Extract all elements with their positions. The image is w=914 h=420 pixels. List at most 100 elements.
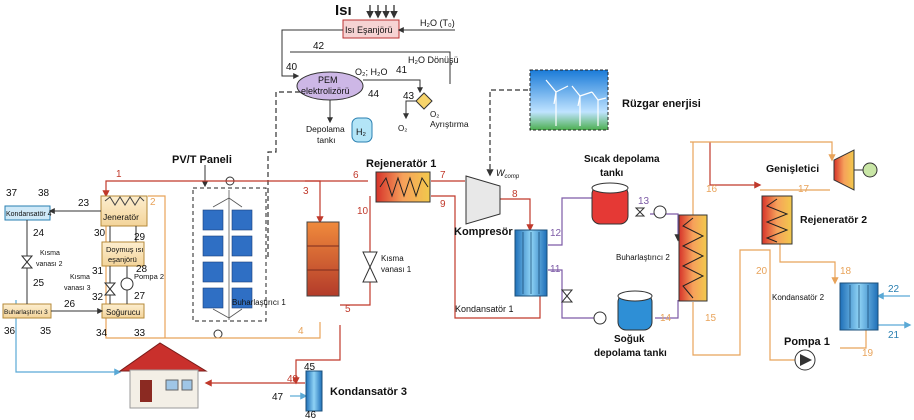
regenerator-2-label: Rejeneratör 2 [800,214,867,226]
state-45: 45 [304,362,316,373]
state-25: 25 [33,278,45,289]
state-36: 36 [4,326,16,337]
h2-storage-tank [351,117,373,143]
state-13: 13 [638,196,650,207]
state-7: 7 [440,170,446,181]
state-24: 24 [33,228,45,239]
state-20: 20 [756,266,768,277]
evaporator-2-label: Buharlaştırıcı 2 [616,253,670,262]
state-19: 19 [862,348,874,359]
cold-tank-label-1: Soğuk [614,334,645,345]
absorber-label: Soğurucu [106,308,140,317]
valve-3-label-2: vanası 3 [64,285,91,292]
evaporator-1 [306,221,340,297]
compressor [465,175,501,225]
sat-hx-label-2: eşanjörü [108,255,137,264]
state-31: 31 [92,266,104,277]
o2-outlet-label: O₂ [398,124,407,133]
valve-2-label-1: Kısma [40,250,60,257]
saturated-heat-exchanger [101,241,145,267]
state-12: 12 [550,228,562,239]
state-48: 48 [287,374,299,385]
condenser-1-valve-icon [560,289,574,303]
generator-label: Jeneratör [103,212,139,222]
hot-tank-label-1: Sıcak depolama [584,154,660,165]
state-5: 5 [345,304,351,315]
h2-label: H₂ [356,127,366,137]
state-28: 28 [136,264,148,275]
pump-2-icon [120,277,134,291]
wind-turbine-icons [545,79,607,126]
sat-hx-label-1: Doymuş ısı [106,245,144,254]
state-1: 1 [116,169,122,180]
evaporator-2 [678,214,708,302]
state-46: 46 [305,410,317,420]
state-43: 43 [403,91,415,102]
state-37: 37 [6,188,18,199]
regenerator-1 [375,171,431,203]
pvt-label: PV/T Paneli [172,154,232,166]
state-26: 26 [64,299,76,310]
water-inlet-label: H₂O (T₀) [420,18,455,28]
state-14: 14 [660,313,672,324]
generator-icon [862,162,878,178]
o2-h2o-label: O₂; H₂O [355,67,388,77]
valve-1-label-2: vanası 1 [381,265,412,274]
state-27: 27 [134,291,146,302]
state-11: 11 [550,264,561,275]
condenser-3-label: Kondansatör 3 [330,386,407,398]
heat-input-label: Isı [335,2,352,19]
separator-o2-label: O₂ [430,110,439,119]
condenser-3 [305,370,323,412]
state-30: 30 [94,228,106,239]
compressor-work-label: Wcomp [496,168,520,180]
state-32: 32 [92,292,104,303]
pvt-panel-frame [192,187,267,322]
evaporator-3-label: Buharlaştırıcı 3 [4,309,48,316]
hot-tank-valve-icon [634,207,646,217]
valve-3-label-1: Kısma [70,274,90,281]
separator-label: Ayrıştırma [430,119,469,129]
state-8: 8 [512,189,518,200]
h2-tank-label-1: Depolama [306,124,345,134]
state-10: 10 [357,206,369,217]
condenser-1-label: Kondansatör 1 [455,304,514,314]
pvt-valve-bottom-icon [213,329,223,339]
pump-2-label: Pompa 2 [134,272,164,281]
valve-1-label-1: Kısma [381,254,404,263]
cold-tank-label-2: depolama tankı [594,348,667,359]
state-6: 6 [353,170,359,181]
compressor-label: Kompresör [454,226,513,238]
state-23: 23 [78,198,90,209]
heat-exchanger-label: Isı Eşanjörü [345,25,393,35]
condenser-4-label: Kondansatör 4 [6,211,52,218]
expander [833,149,855,191]
house-icon [118,342,208,409]
regenerator-1-label: Rejeneratör 1 [366,158,436,170]
state-41: 41 [396,65,408,76]
generator-unit [100,195,148,227]
hot-tank-pump-icon [653,205,667,219]
pump-1-label: Pompa 1 [784,336,830,348]
expander-label: Genişletici [766,163,819,175]
evaporator-1-label: Buharlaştırıcı 1 [232,298,286,307]
pv-power-link [267,91,300,258]
state-9: 9 [440,199,446,210]
h2-tank-label-2: tankı [317,135,335,145]
state-38: 38 [38,188,50,199]
wind-farm-image [529,69,609,131]
pvt-panel-array [202,209,253,309]
state-47: 47 [272,392,284,403]
regenerator-2 [761,195,793,245]
state-44: 44 [368,89,380,100]
throttle-valve-1-icon [362,251,378,283]
state-2: 2 [150,197,156,208]
state-18: 18 [840,266,852,277]
cold-tank-pump-icon [593,311,607,325]
state-3: 3 [303,186,309,197]
throttle-valve-3-icon [103,282,117,296]
state-16: 16 [706,184,718,195]
state-4: 4 [298,326,304,337]
state-17: 17 [798,184,810,195]
